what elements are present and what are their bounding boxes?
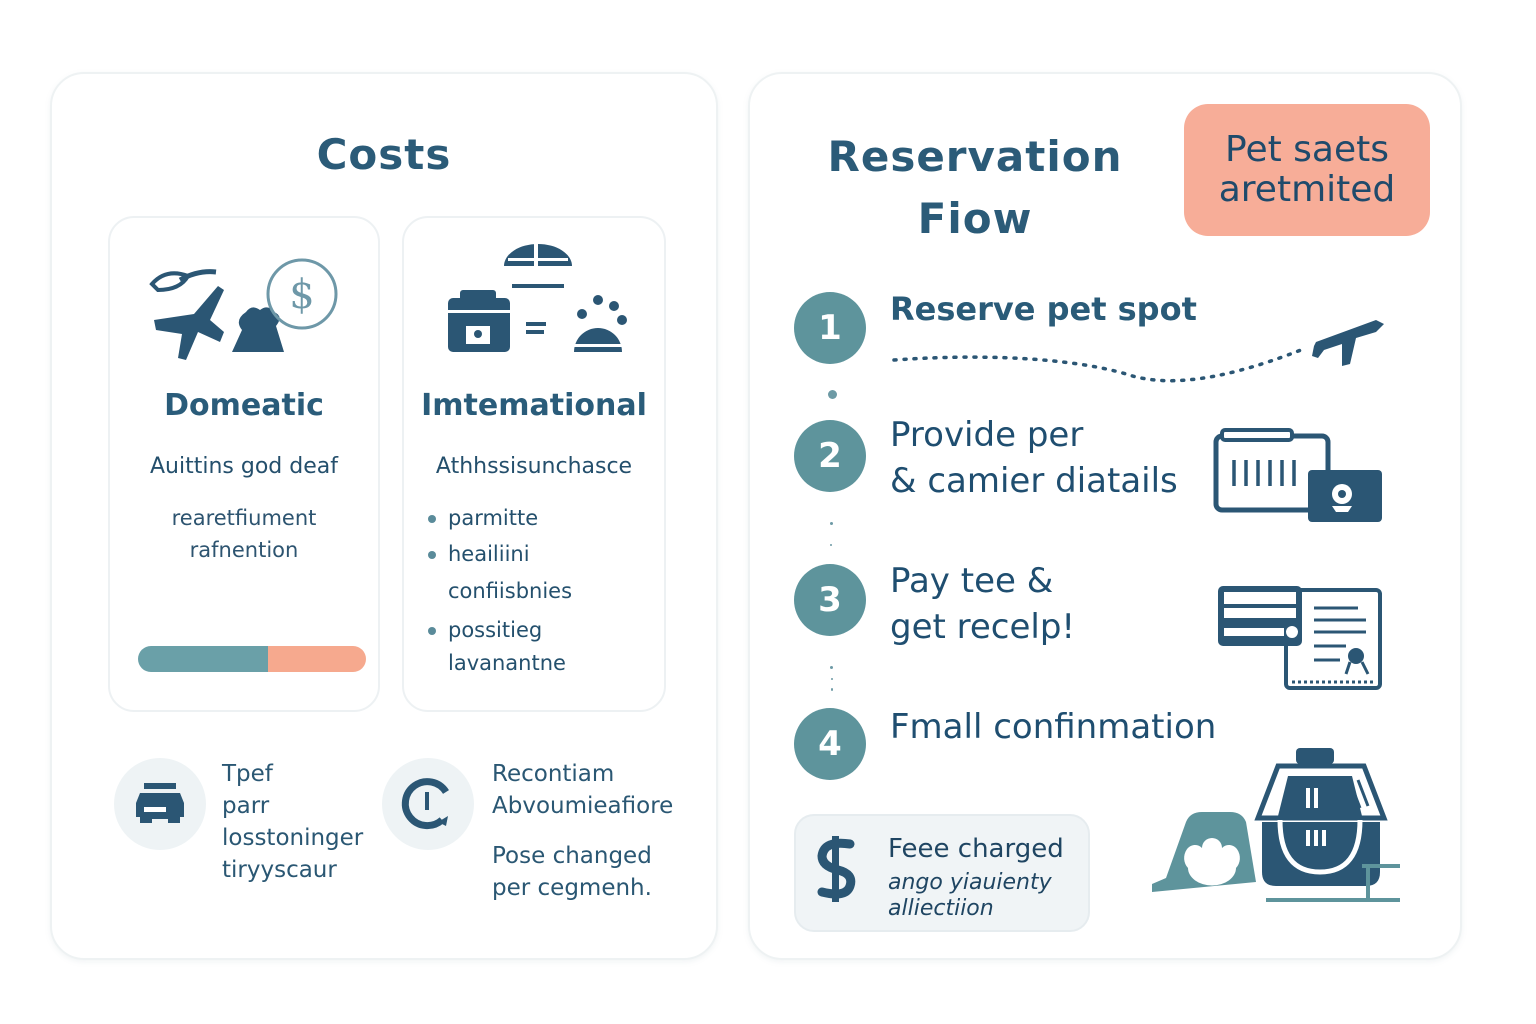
footer-type-text: Tpef parr losstoninger tiryyscaur <box>222 758 402 886</box>
footer-type-line: losstoninger <box>222 825 364 851</box>
card-receipt-icon <box>1218 586 1382 690</box>
pet-seats-limited-badge: Pet saets aretmited <box>1184 104 1430 236</box>
flow-title-line: Fiow <box>917 194 1033 243</box>
step-label: Pay tee & get recelp! <box>890 558 1075 650</box>
step-label-line: Pay tee & <box>890 561 1054 601</box>
bullet-dot-icon <box>428 515 436 523</box>
airplane-icon <box>1312 320 1384 366</box>
fee-note-box: Feee charged ango yiauienty alliectiion <box>794 814 1090 932</box>
badge-line: Pet saets <box>1225 129 1389 170</box>
step-number-badge: 3 <box>794 564 866 636</box>
step-number-badge: 1 <box>794 292 866 364</box>
domestic-description: rearetfiument rafnention <box>110 502 378 566</box>
domestic-title: Domeatic <box>164 388 324 423</box>
bullet-item: heailiini confiisbnies <box>426 536 572 606</box>
crate-icon-circle <box>114 758 206 850</box>
international-card[interactable]: Imtemational Athhssisunchasce parmitte h… <box>402 216 666 712</box>
domestic-description-line: rafnention <box>189 538 299 562</box>
plane-money-icon: $ <box>149 258 338 360</box>
bullet-item: parmitte <box>426 500 572 536</box>
fee-bar-salmon-segment <box>267 646 366 672</box>
fee-bar-teal-segment <box>138 646 268 672</box>
reservation-flow-panel: Reservation Fiow Pet saets aretmited 1 R… <box>748 72 1462 960</box>
bullet-item: possitieg lavanantne <box>426 612 572 678</box>
international-bullet-list: parmitte heailiini confiisbnies possitie… <box>426 500 572 678</box>
bullet-text-continued: lavanantne <box>448 651 566 675</box>
costs-panel: Costs $ Domeatic Auittins god deaf reare… <box>50 72 718 960</box>
bullet-text: heailiini <box>448 542 530 566</box>
timeline-dot <box>828 390 837 399</box>
step-label: Reserve pet spot <box>890 290 1197 328</box>
refresh-clock-icon <box>401 778 449 830</box>
fee-split-bar <box>138 646 366 672</box>
svg-text:$: $ <box>289 272 314 318</box>
footer-note-line: per cegmenh. <box>492 875 652 901</box>
costs-title: Costs <box>316 130 452 179</box>
domestic-description-line: rearetfiument <box>171 506 317 530</box>
timeline-dot <box>830 522 833 525</box>
flow-title: Reservation Fiow <box>790 126 1160 250</box>
footer-reconfirm-note: Pose changed per cegmenh. <box>492 840 702 904</box>
timeline-dot <box>830 666 833 669</box>
footer-reconfirm-line: Abvoumieafiore <box>492 793 674 819</box>
badge-line: aretmited <box>1218 169 1396 210</box>
carrier-id-icon <box>1213 428 1382 522</box>
timeline-dot <box>831 678 833 680</box>
step-label: Provide per & camier diatails <box>890 412 1178 504</box>
carrier-travel-icon <box>448 244 627 352</box>
dollar-icon <box>817 836 856 902</box>
footer-note-line: Pose changed <box>492 843 652 869</box>
timeline-dot <box>830 544 832 546</box>
international-subtitle: Athhssisunchasce <box>435 454 633 479</box>
step-number-badge: 4 <box>794 708 866 780</box>
flow-title-line: Reservation <box>827 132 1123 181</box>
step-label-line: & camier diatails <box>890 461 1178 501</box>
bullet-dot-icon <box>428 627 436 635</box>
step-label-line: Provide per <box>890 415 1084 455</box>
fee-note-subtitle: ango yiauienty alliectiion <box>888 870 1052 922</box>
international-title: Imtemational <box>421 388 647 423</box>
fee-note-title: Feee charged <box>888 834 1064 864</box>
step-number-badge: 2 <box>794 420 866 492</box>
bullet-dot-icon <box>428 551 436 559</box>
flight-path-dotted-line <box>892 320 1384 383</box>
refresh-clock-icon-circle <box>382 758 474 850</box>
fee-note-line: ango yiauienty <box>888 870 1052 895</box>
timeline-dot <box>831 688 833 691</box>
pet-carrier-icon <box>1152 748 1400 902</box>
bullet-text: possitieg <box>448 618 543 642</box>
bullet-text: parmitte <box>448 506 539 530</box>
domestic-card[interactable]: $ Domeatic Auittins god deaf rearetfiume… <box>108 216 380 712</box>
crate-icon <box>136 783 184 823</box>
bullet-text-continued: confiisbnies <box>448 579 573 603</box>
domestic-subtitle: Auittins god deaf <box>150 454 338 479</box>
fee-note-line: alliectiion <box>888 896 994 921</box>
footer-type-line: tiryyscaur <box>222 857 337 883</box>
footer-type-line: Tpef <box>222 761 273 787</box>
footer-reconfirm-line: Recontiam <box>492 761 615 787</box>
footer-type-line: parr <box>222 793 270 819</box>
step-label: Fmall confinmation <box>890 707 1217 747</box>
footer-reconfirm-text: Recontiam Abvoumieafiore Pose changed pe… <box>492 758 702 904</box>
step-label-line: get recelp! <box>890 607 1076 647</box>
